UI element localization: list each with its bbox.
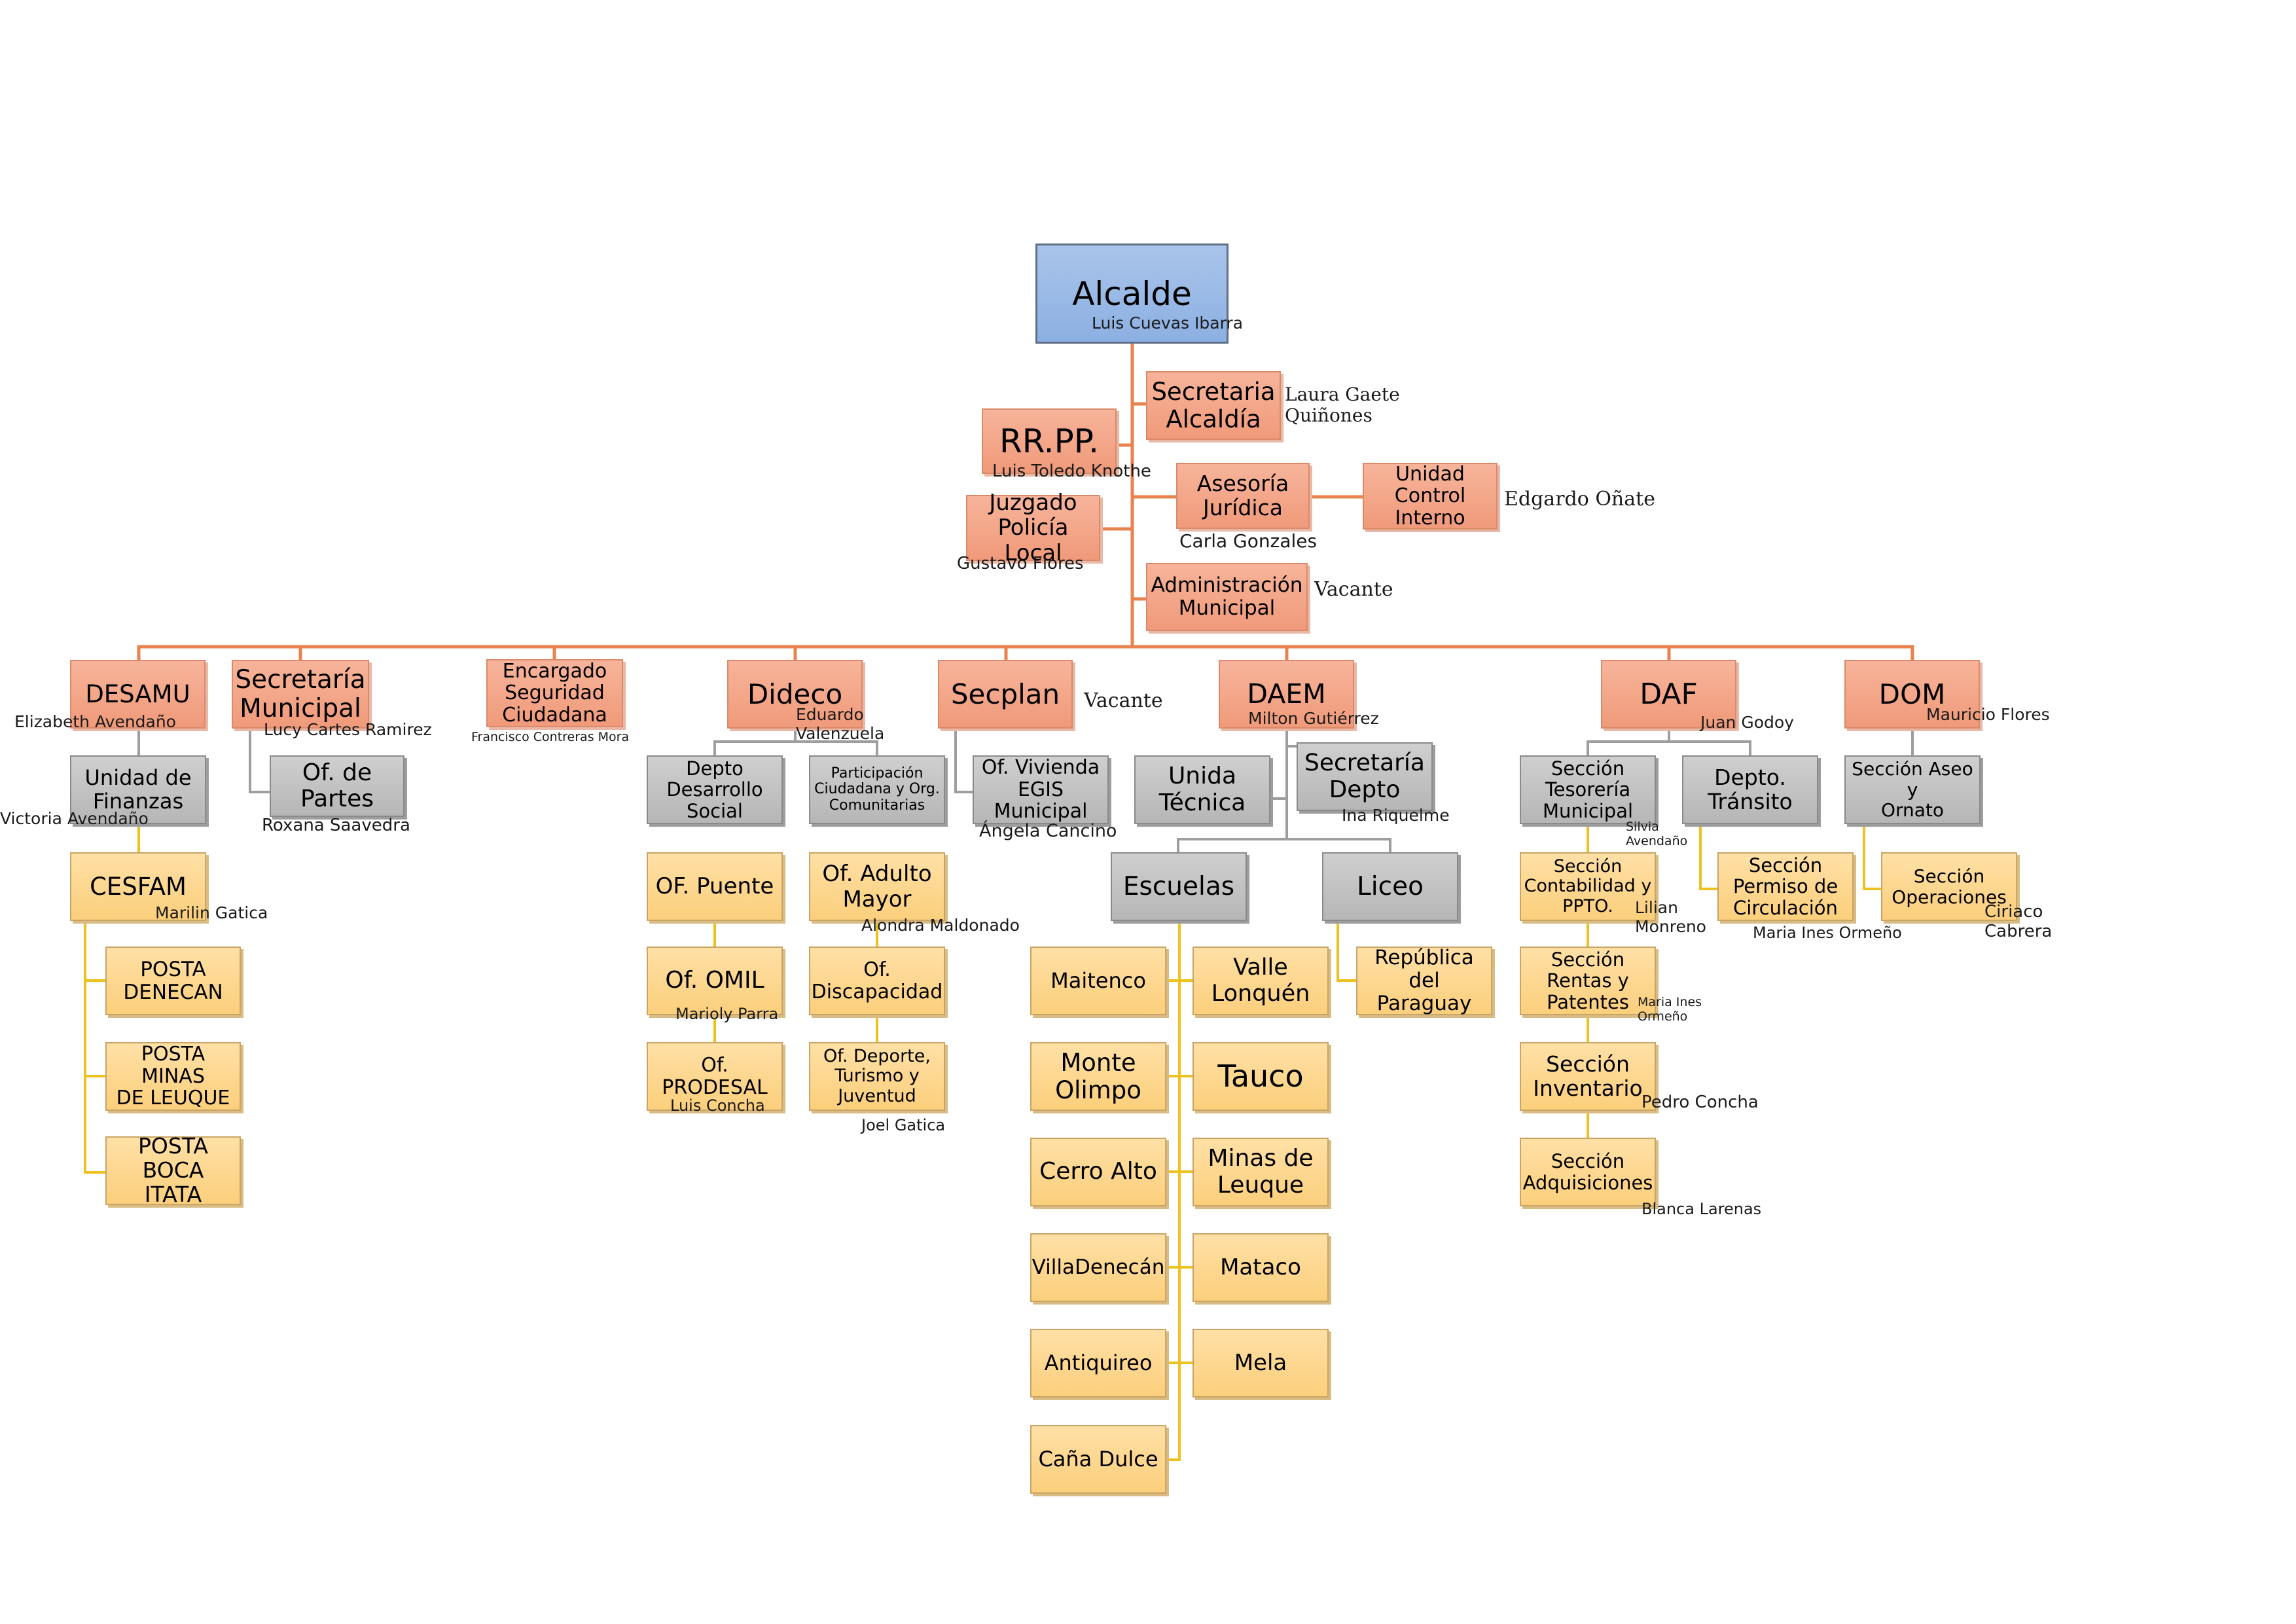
node-control: Unidad Control Interno: [1363, 463, 1498, 530]
node-posta-boca: POSTA BOCA ITATA: [105, 1134, 241, 1206]
node-monte: Monte Olimpo: [1030, 1042, 1166, 1111]
person-seguridad: Francisco Contreras Mora: [471, 730, 630, 744]
person-operaciones: Ciriaco Cabrera: [1984, 902, 2053, 941]
node-posta-minas: POSTA MINAS DE LEUQUE: [105, 1042, 241, 1111]
node-desamu: DESAMU: [70, 660, 206, 729]
node-cesfam: CESFAM: [70, 852, 206, 921]
person-secplan: Vacante: [1084, 689, 1163, 712]
node-secplan: Secplan: [938, 660, 1073, 729]
node-rentas: Sección Rentas y Patentes: [1520, 947, 1656, 1015]
person-cesfam: Marilin Gatica: [155, 903, 268, 922]
node-of-vivienda: Of. Vivienda EGIS Municipal: [973, 755, 1109, 824]
node-inventario: Sección Inventario: [1520, 1042, 1656, 1111]
node-of-deporte: Of. Deporte, Turismo y Juventud: [809, 1042, 945, 1111]
person-of-deporte: Joel Gatica: [861, 1116, 946, 1134]
person-of-adulto: Alondra Maldonado: [861, 916, 1020, 935]
person-of-omil: Marioly Parra: [675, 1005, 779, 1023]
node-rrpp: RR.PP.: [982, 408, 1117, 474]
person-finanzas: Victoria Avendaño: [0, 809, 149, 828]
node-tesoreria: Sección Tesorería Municipal: [1520, 755, 1656, 824]
node-unidad-tecnica: Unida Técnica: [1134, 755, 1270, 824]
node-dom: DOM: [1844, 660, 1980, 729]
person-rrpp: Luis Toledo Knothe: [992, 461, 1151, 481]
node-antiquireo: Antiquireo: [1030, 1329, 1166, 1398]
person-dideco: Eduardo Valenzuela: [796, 705, 885, 743]
node-secretaria-alcaldia: Secretaria Alcaldía: [1146, 371, 1281, 440]
node-secretaria-depto: Secretaría Depto: [1297, 742, 1433, 811]
node-of-puente: OF. Puente: [647, 852, 783, 921]
person-tesoreria: Silvia Avendaño: [1626, 820, 1688, 848]
node-administracion: Administración Municipal: [1146, 563, 1308, 631]
person-daf: Juan Godoy: [1700, 713, 1794, 732]
node-contabilidad: Sección Contabilidad y PPTO.: [1520, 852, 1656, 921]
person-of-prodesal: Luis Concha: [670, 1096, 765, 1115]
person-of-vivienda: Ángela Cancino: [979, 821, 1117, 841]
node-permiso: Sección Permiso de Circulación: [1717, 852, 1854, 921]
node-posta-denecan: POSTA DENECAN: [105, 947, 241, 1015]
node-of-partes: Of. de Partes: [270, 755, 404, 817]
person-inventario: Pedro Concha: [1641, 1092, 1759, 1112]
person-asesoria: Carla Gonzales: [1179, 530, 1318, 552]
node-adquisiciones: Sección Adquisiciones: [1520, 1138, 1656, 1206]
node-of-adulto: Of. Adulto Mayor: [809, 852, 945, 921]
person-control: Edgardo Oñate: [1504, 488, 1655, 511]
person-alcalde: Luis Cuevas Ibarra: [1092, 314, 1244, 333]
person-of-partes: Roxana Saavedra: [262, 816, 410, 835]
node-rep-paraguay: República del Paraguay: [1356, 947, 1492, 1015]
person-desamu: Elizabeth Avendaño: [14, 712, 176, 731]
node-minas: Minas de Leuque: [1193, 1138, 1329, 1206]
node-sec-municipal: Secretaría Municipal: [232, 660, 369, 729]
node-depto-social: Depto Desarrollo Social: [647, 755, 783, 824]
node-liceo: Liceo: [1322, 852, 1458, 921]
person-juzgado: Gustavo Flores: [957, 554, 1084, 573]
node-transito: Depto. Tránsito: [1682, 755, 1818, 824]
node-maitenco: Maitenco: [1030, 947, 1166, 1015]
person-permiso: Maria Ines Ormeño: [1753, 924, 1902, 942]
person-contabilidad: Lilian Monreno: [1635, 898, 1706, 936]
node-daem: DAEM: [1219, 660, 1354, 729]
person-adquisiciones: Blanca Larenas: [1641, 1200, 1762, 1218]
node-mataco: Mataco: [1193, 1233, 1329, 1302]
node-valle: Valle Lonquén: [1193, 947, 1329, 1015]
node-escuelas: Escuelas: [1111, 852, 1247, 921]
node-dideco: Dideco: [727, 660, 863, 729]
node-juzgado: Juzgado Policía Local: [966, 490, 1100, 566]
node-aseo: Sección Aseo y Ornato: [1844, 755, 1981, 824]
node-cerro: Cerro Alto: [1030, 1138, 1166, 1206]
person-secretaria-alcaldia: Laura Gaete Quiñones: [1285, 384, 1400, 427]
node-villa: VillaDenecán: [1030, 1233, 1166, 1302]
node-operaciones: Sección Operaciones: [1881, 852, 2017, 921]
node-seguridad: Encargado Seguridad Ciudadana: [486, 659, 623, 727]
node-cana: Caña Dulce: [1030, 1425, 1166, 1494]
person-secretaria-depto: Ina Riquelme: [1342, 806, 1450, 825]
person-rentas: Maria Ines Ormeño: [1638, 995, 1702, 1024]
node-participacion: Participación Ciudadana y Org. Comunitar…: [809, 755, 945, 824]
node-of-prodesal: Of. PRODESAL: [647, 1042, 783, 1111]
node-asesoria: Asesoría Jurídica: [1176, 463, 1310, 529]
node-mela: Mela: [1193, 1329, 1329, 1398]
node-of-discapacidad: Of. Discapacidad: [809, 947, 945, 1015]
person-daem: Milton Gutiérrez: [1248, 709, 1379, 728]
person-administracion: Vacante: [1314, 578, 1393, 601]
node-daf: DAF: [1601, 660, 1736, 729]
node-tauco: Tauco: [1193, 1042, 1329, 1111]
person-sec-municipal: Lucy Cartes Ramirez: [264, 720, 432, 739]
node-of-omil: Of. OMIL: [647, 947, 783, 1015]
node-alcalde: Alcalde: [1035, 244, 1229, 344]
node-finanzas: Unidad de Finanzas: [70, 755, 206, 824]
person-dom: Mauricio Flores: [1926, 705, 2050, 724]
